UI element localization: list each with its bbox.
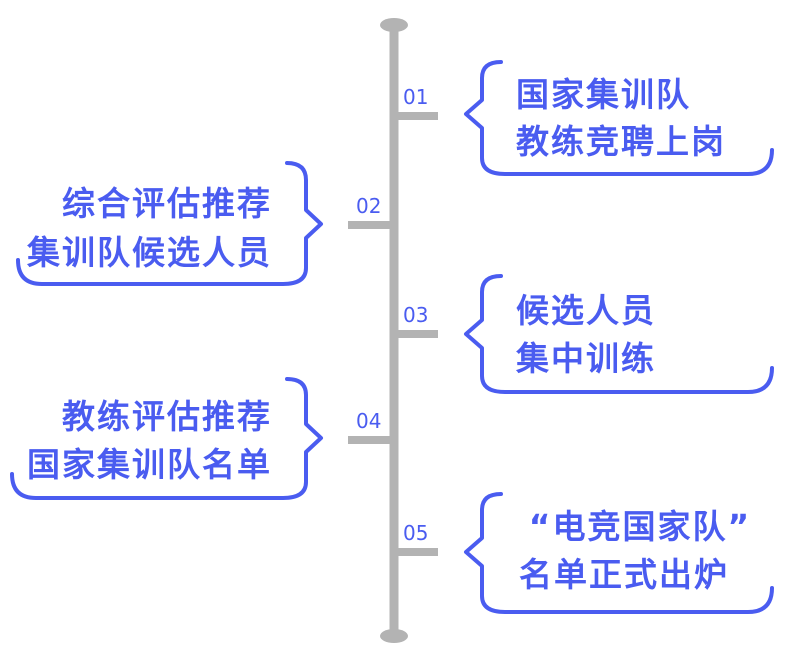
step-bracket: [464, 60, 774, 176]
step-line-2: 国家集训队名单: [27, 445, 272, 484]
step-number: 01: [403, 85, 428, 109]
step-number: 05: [403, 521, 428, 545]
step-bracket: [16, 161, 323, 286]
axis-top-cap: [380, 18, 408, 32]
step-line-2: 集中训练: [515, 339, 656, 378]
step-line-1: 综合评估推荐: [62, 184, 272, 223]
step-number: 02: [356, 194, 381, 218]
timeline-step-04: 04 教练评估推荐 国家集训队名单: [10, 377, 394, 500]
timeline-step-01: 01 国家集训队 教练竞聘上岗: [394, 60, 774, 176]
step-line-2: 教练竞聘上岗: [516, 122, 726, 161]
timeline-step-05: 05 “电竞国家队” 名单正式出炉: [394, 492, 774, 614]
step-number: 04: [356, 409, 381, 433]
step-bracket: [464, 492, 774, 614]
step-bracket: [464, 274, 774, 394]
step-line-1: 国家集训队: [516, 75, 691, 114]
step-bracket: [10, 377, 323, 500]
step-line-2: 集训队候选人员: [26, 233, 272, 272]
timeline-step-02: 02 综合评估推荐 集训队候选人员: [16, 161, 394, 286]
step-line-1: 教练评估推荐: [62, 397, 272, 436]
step-line-1: “电竞国家队”: [529, 507, 751, 546]
step-line-2: 名单正式出炉: [519, 555, 729, 594]
axis-bottom-cap: [380, 629, 408, 643]
timeline-step-03: 03 候选人员 集中训练: [394, 274, 774, 394]
step-line-1: 候选人员: [516, 291, 656, 330]
step-number: 03: [403, 303, 428, 327]
